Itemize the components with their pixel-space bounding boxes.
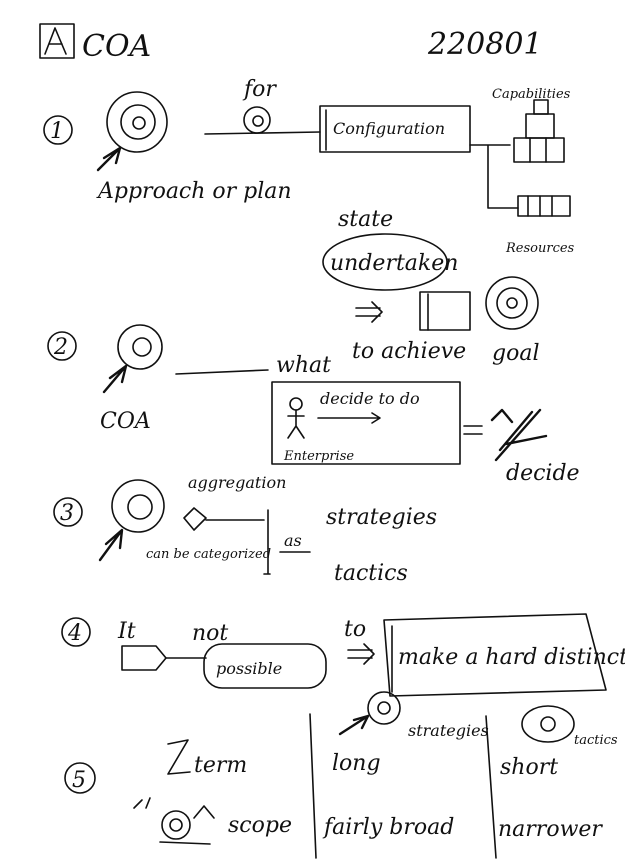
tactics-label: tactics — [334, 561, 408, 586]
document-icon — [39, 23, 75, 59]
column-divider-left — [309, 713, 317, 859]
z-mark-icon — [167, 739, 191, 775]
resources-label: Resources — [505, 241, 575, 256]
section-number-5: 5 — [64, 762, 96, 794]
section-2: 2 COA what decide to do Enterprise decid… — [47, 324, 580, 486]
undertaken-bubble — [322, 233, 448, 291]
page-date: 220801 — [427, 27, 543, 62]
branch-connector — [469, 144, 519, 209]
approach-or-plan-label: Approach or plan — [96, 179, 292, 204]
distinction-box: make a hard distinction — [383, 613, 625, 697]
goal-target-icon — [485, 276, 539, 330]
svg-text:2: 2 — [53, 335, 68, 360]
strategies-label: strategies — [408, 721, 489, 740]
it-shape-icon — [121, 645, 167, 671]
connector-line — [204, 131, 321, 135]
bracket — [263, 509, 271, 575]
decide-box: decide to do Enterprise — [271, 381, 461, 465]
section-5: 5 term scope strategies long fairly broa… — [64, 691, 618, 859]
door-icon — [419, 291, 471, 331]
enterprise-label: Enterprise — [283, 449, 354, 464]
short-label: short — [500, 755, 558, 780]
can-be-categorized-label: can be categorized — [146, 547, 271, 562]
connector-line — [175, 369, 269, 375]
for-label: for — [242, 77, 277, 102]
make-distinction-label: make a hard distinction — [398, 645, 625, 670]
what-label: what — [276, 353, 331, 378]
decide-to-do-label: decide to do — [320, 389, 420, 408]
target-icon — [96, 91, 168, 172]
coa-label: COA — [100, 409, 151, 434]
fairly-broad-label: fairly broad — [322, 815, 454, 840]
configuration-label: Configuration — [333, 119, 445, 138]
state-label: state — [338, 207, 393, 232]
it-label: It — [117, 619, 136, 644]
capabilities-label: Capabilities — [492, 87, 571, 102]
goal-label: goal — [492, 341, 539, 366]
implies-arrow — [347, 643, 375, 665]
section-number-2: 2 — [47, 331, 77, 361]
configuration-box: Configuration — [319, 105, 471, 153]
page-title: COA — [82, 29, 151, 64]
section-number-3: 3 — [53, 497, 83, 527]
tactics-label: tactics — [574, 733, 618, 748]
to-achieve-label: to achieve — [352, 339, 466, 364]
section-number-4: 4 — [61, 617, 91, 647]
strategies-target-icon — [338, 691, 401, 736]
svg-text:5: 5 — [72, 768, 86, 793]
as-label: as — [284, 531, 302, 550]
svg-text:1: 1 — [50, 119, 64, 144]
possible-bubble — [203, 643, 327, 689]
term-label: term — [194, 753, 247, 778]
aggregation-diamond-icon — [183, 507, 207, 531]
strategies-label: strategies — [326, 505, 437, 530]
to-label: to — [344, 617, 366, 642]
equals-sign — [463, 425, 483, 435]
column-divider-right — [485, 715, 497, 859]
not-label: not — [192, 621, 228, 646]
person-icon — [287, 397, 305, 439]
header: COA 220801 — [39, 23, 543, 64]
decide-label: decide — [506, 461, 580, 486]
target-icon — [102, 324, 163, 394]
scope-label: scope — [228, 813, 292, 838]
narrower-label: narrower — [498, 817, 603, 842]
svg-text:3: 3 — [60, 501, 74, 526]
possible-label: possible — [216, 659, 282, 678]
decide-mark-icon — [490, 408, 548, 462]
small-target-icon — [243, 106, 271, 134]
section-1: 1 Approach or plan for Configuration Cap… — [43, 77, 575, 366]
implies-arrow — [355, 301, 383, 323]
aggregation-label: aggregation — [188, 473, 286, 492]
section-number-1: 1 — [43, 115, 73, 145]
resources-icon — [517, 195, 571, 217]
capabilities-blocks-icon — [513, 99, 565, 163]
target-icon — [98, 479, 165, 562]
section-3: 3 aggregation can be categorized as stra… — [53, 473, 437, 586]
tactics-target-icon — [521, 705, 575, 743]
long-label: long — [332, 751, 381, 776]
section-4: 4 It not possible to make a hard distinc… — [61, 613, 625, 697]
scope-target-icon — [133, 797, 215, 845]
undertaken-label: undertaken — [330, 251, 458, 276]
svg-text:4: 4 — [67, 621, 82, 646]
